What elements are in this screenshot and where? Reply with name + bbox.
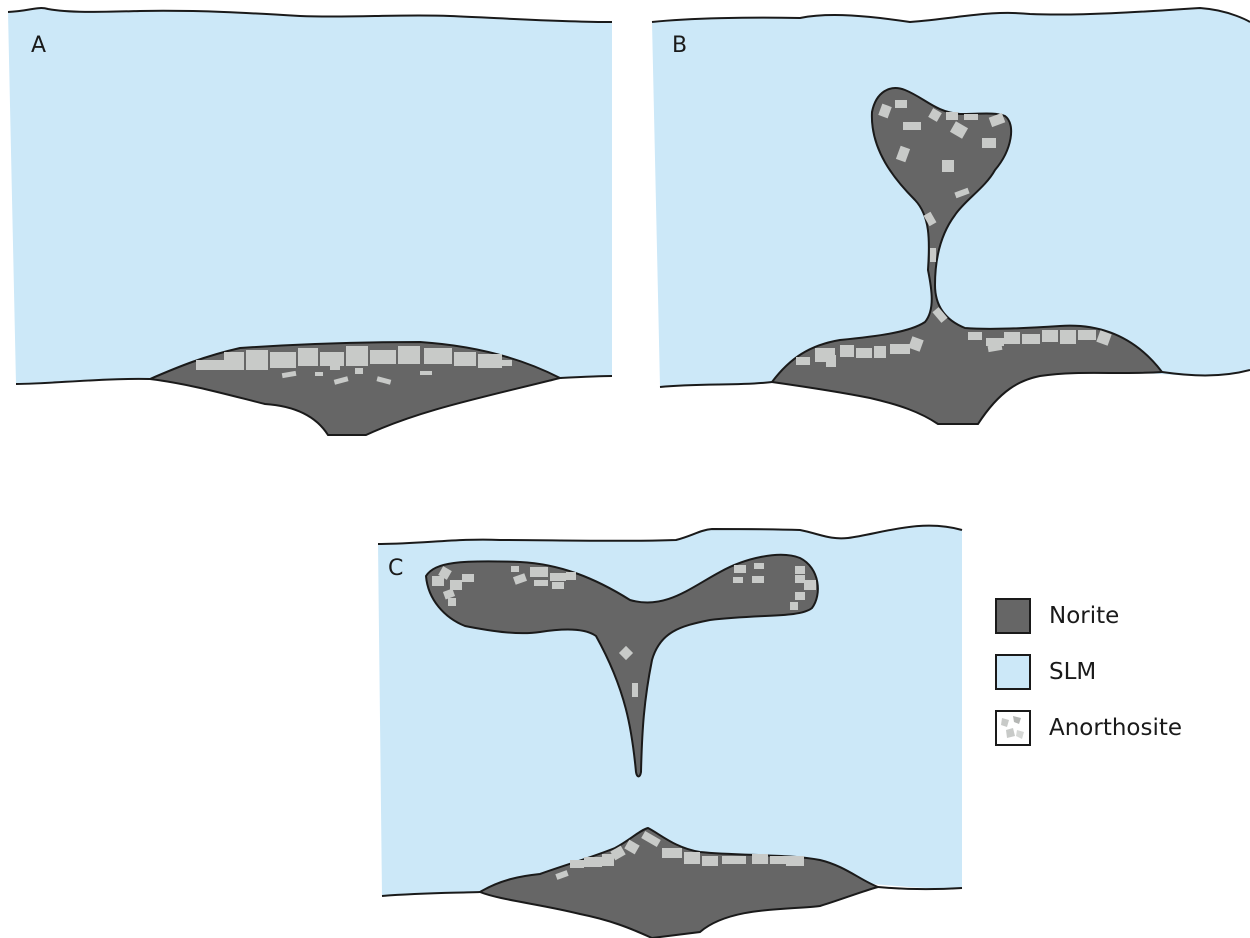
legend-item-slm: SLM xyxy=(995,653,1096,691)
legend-item-anorthosite: Anorthosite xyxy=(995,709,1182,747)
norite-swatch-icon xyxy=(995,598,1031,634)
legend-item-norite: Norite xyxy=(995,597,1119,635)
panel-c-label: C xyxy=(388,556,403,581)
panel-a-label: A xyxy=(31,33,46,58)
panel-c xyxy=(378,526,962,938)
legend-label-slm: SLM xyxy=(1049,659,1096,685)
panel-a-slm xyxy=(8,8,612,384)
legend-label-anorthosite: Anorthosite xyxy=(1049,715,1182,741)
legend-label-norite: Norite xyxy=(1049,603,1119,629)
slm-swatch-icon xyxy=(995,654,1031,690)
panel-b-label: B xyxy=(672,33,687,58)
panel-b xyxy=(652,8,1250,424)
anorthosite-swatch-icon xyxy=(995,710,1031,746)
panel-a xyxy=(8,8,612,435)
